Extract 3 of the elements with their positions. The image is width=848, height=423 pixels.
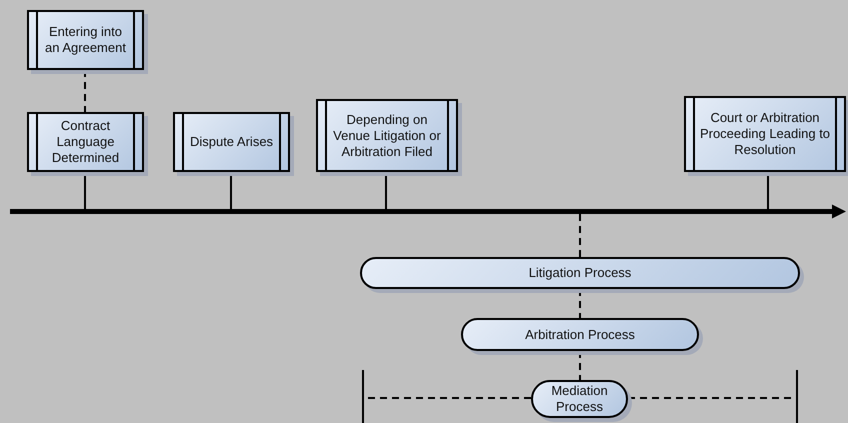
dashed-connector (579, 214, 581, 257)
dashed-connector (362, 369, 531, 423)
timeline-arrow (10, 204, 846, 218)
